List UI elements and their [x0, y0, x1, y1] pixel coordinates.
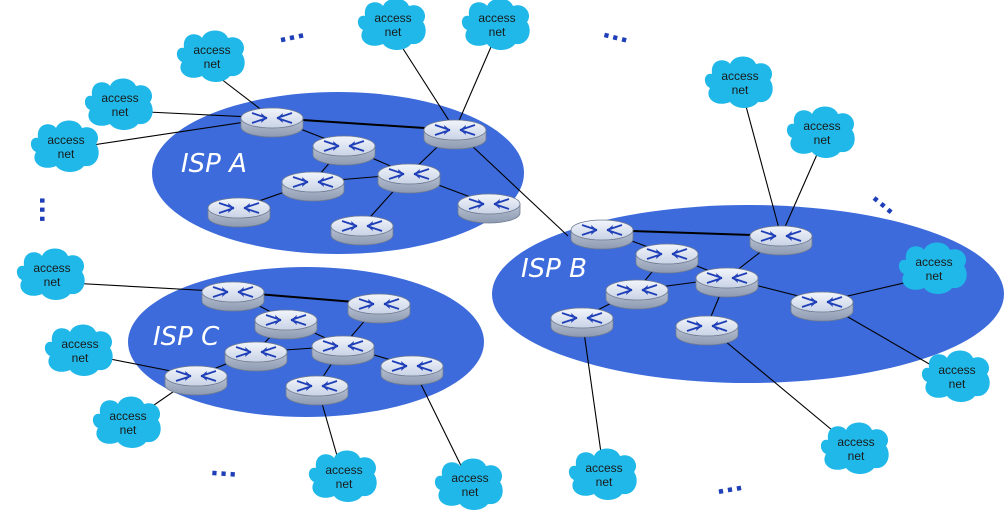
- net-label: net: [489, 25, 506, 39]
- router-icon: [201, 281, 265, 312]
- router-icon: [224, 341, 288, 372]
- access-label: access: [47, 133, 84, 147]
- router-icon: [635, 243, 699, 274]
- access-label: access: [721, 69, 758, 83]
- access-label: access: [374, 11, 411, 25]
- access-label: access: [33, 261, 70, 275]
- net-label: net: [596, 475, 613, 489]
- net-label: net: [949, 377, 966, 391]
- access-label: access: [478, 11, 515, 25]
- access-label: access: [109, 409, 146, 423]
- router-icon: [457, 193, 521, 224]
- router-icon: [207, 197, 271, 228]
- router-icon: [605, 279, 669, 310]
- access-label: access: [585, 461, 622, 475]
- ellipsis: ...: [600, 15, 633, 49]
- router-icon: [570, 219, 634, 250]
- net-label: net: [926, 269, 943, 283]
- router-icon: [347, 293, 411, 324]
- access-label: access: [837, 435, 874, 449]
- net-label: net: [58, 147, 75, 161]
- net-label: net: [848, 449, 865, 463]
- router-icon: [675, 315, 739, 346]
- access-label: access: [915, 255, 952, 269]
- net-label: net: [462, 485, 479, 499]
- access-label: access: [803, 119, 840, 133]
- net-label: net: [112, 105, 129, 119]
- router-icon: [550, 307, 614, 338]
- router-icon: [790, 291, 854, 322]
- access-label: access: [325, 463, 362, 477]
- router-icon: [240, 107, 304, 138]
- access-label: access: [193, 43, 230, 57]
- access-label: access: [938, 363, 975, 377]
- net-label: net: [732, 83, 749, 97]
- router-icon: [254, 309, 318, 340]
- router-icon: [749, 225, 813, 256]
- ellipsis: ...: [275, 16, 308, 49]
- ellipsis: ...: [34, 196, 62, 223]
- isp-b-label: ISP B: [521, 254, 587, 284]
- access-networks: accessnetaccessnetaccessnetaccessnetacce…: [16, 0, 990, 510]
- access-label: access: [61, 337, 98, 351]
- isp-c-label: ISP C: [153, 322, 220, 352]
- router-icon: [380, 355, 444, 386]
- net-label: net: [120, 423, 137, 437]
- router-icon: [285, 375, 349, 406]
- router-icon: [330, 215, 394, 246]
- net-label: net: [385, 25, 402, 39]
- access-label: access: [101, 91, 138, 105]
- net-label: net: [814, 133, 831, 147]
- router-icon: [311, 335, 375, 366]
- router-icon: [164, 365, 228, 396]
- router-icon: [281, 171, 345, 202]
- net-label: net: [204, 57, 221, 71]
- ellipsis: ...: [713, 468, 745, 500]
- router-icon: [377, 163, 441, 194]
- ellipsis: ...: [209, 453, 238, 483]
- isp-a-label: ISP A: [181, 149, 247, 179]
- net-label: net: [72, 351, 89, 365]
- net-label: net: [44, 275, 61, 289]
- access-label: access: [451, 471, 488, 485]
- router-icon: [695, 267, 759, 298]
- ellipsis: ...: [867, 181, 906, 220]
- router-icon: [312, 135, 376, 166]
- net-label: net: [336, 477, 353, 491]
- router-icon: [423, 119, 487, 150]
